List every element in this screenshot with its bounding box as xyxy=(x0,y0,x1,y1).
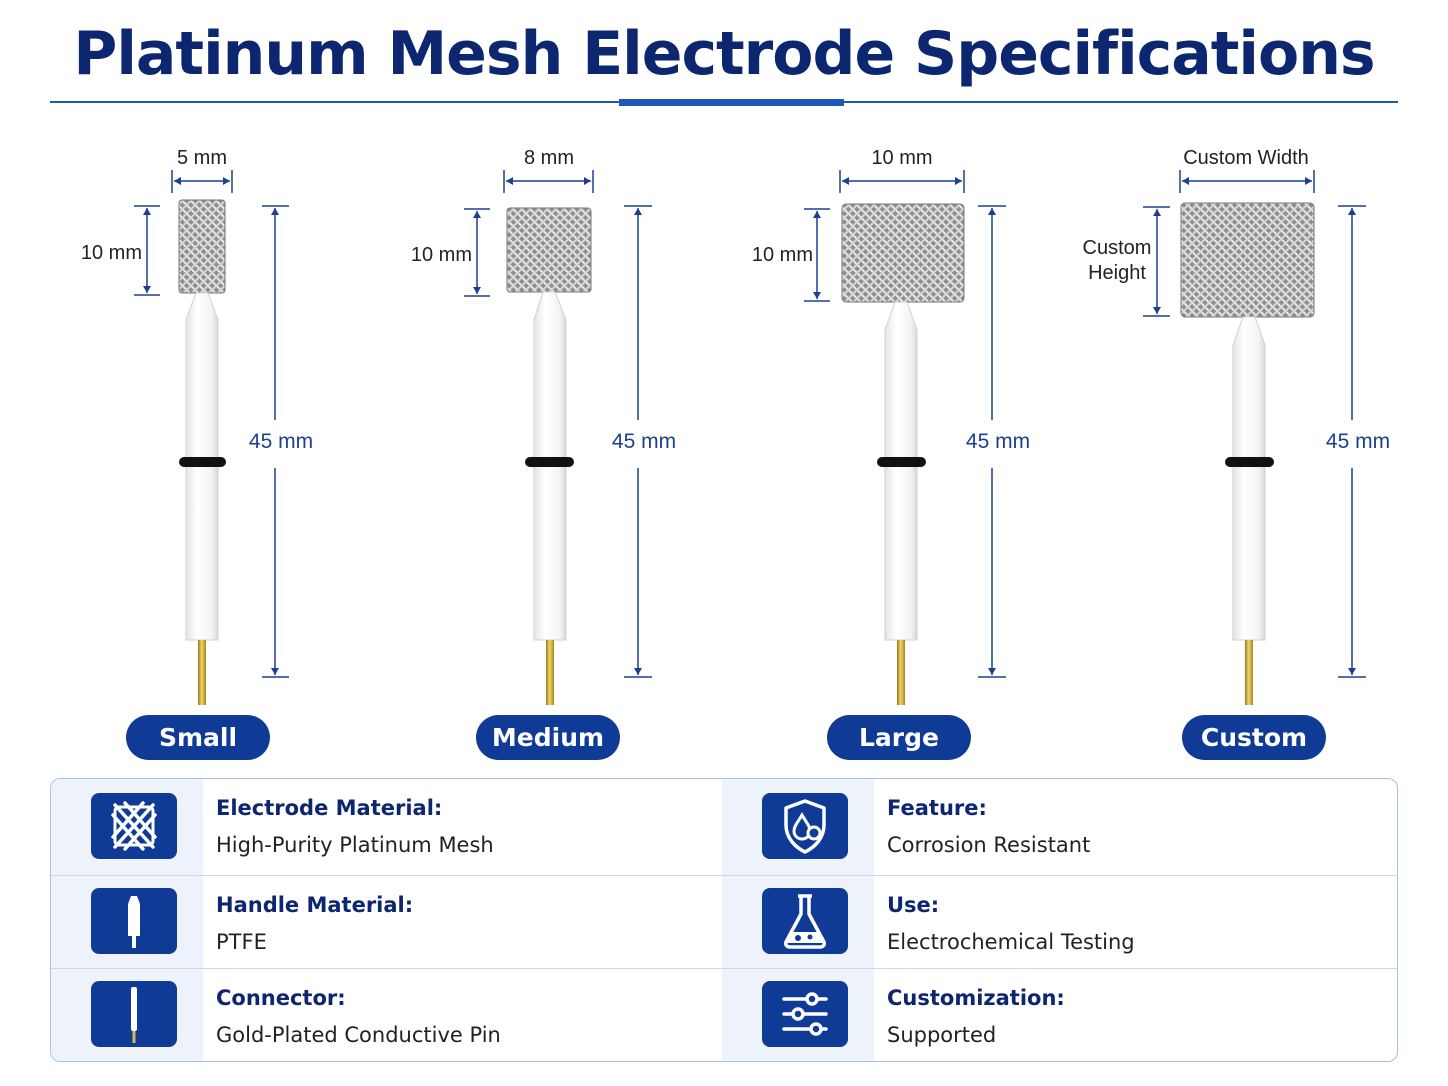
length-label: 45 mm xyxy=(612,430,676,453)
height-dimension: 10 mm xyxy=(752,208,830,302)
electrode-large: 10 mm 10 mm 45 mm xyxy=(752,147,1030,705)
spec-connector: Connector: Gold-Plated Conductive Pin xyxy=(51,969,722,1061)
o-ring xyxy=(525,457,574,467)
length-dimension: 45 mm xyxy=(1326,205,1390,678)
height-label: 10 mm xyxy=(752,244,813,266)
spec-value: Gold-Plated Conductive Pin xyxy=(216,1023,501,1047)
spec-electrode-material: Electrode Material: High-Purity Platinum… xyxy=(51,779,722,875)
ptfe-handle xyxy=(884,301,918,641)
spec-label: Customization: xyxy=(887,986,1065,1010)
flask-icon xyxy=(762,888,848,954)
length-label: 45 mm xyxy=(1326,430,1390,453)
size-badge-large: Large xyxy=(827,715,971,760)
spec-label: Connector: xyxy=(216,986,346,1010)
gold-pin xyxy=(546,640,554,705)
spec-customization: Customization: Supported xyxy=(722,969,1397,1061)
gold-pin xyxy=(198,640,206,705)
ptfe-rod-icon xyxy=(91,888,177,954)
o-ring xyxy=(179,457,226,467)
page-title: Platinum Mesh Electrode Specifications xyxy=(73,19,1375,89)
length-label: 45 mm xyxy=(249,430,313,453)
shield-droplet-icon xyxy=(762,793,848,859)
width-dimension: 5 mm xyxy=(171,147,233,193)
electrode-medium: 8 mm 10 mm 45 mm xyxy=(411,147,676,705)
length-dimension: 45 mm xyxy=(612,205,676,678)
ptfe-handle xyxy=(1232,316,1266,641)
mesh-icon xyxy=(91,793,177,859)
platinum-mesh xyxy=(841,203,965,303)
platinum-mesh xyxy=(178,199,226,294)
spec-value: Supported xyxy=(887,1023,997,1047)
width-dimension: 10 mm xyxy=(839,147,965,193)
width-label: 5 mm xyxy=(177,147,227,169)
size-badge-custom: Custom xyxy=(1182,715,1326,760)
spec-feature: Feature: Corrosion Resistant xyxy=(722,779,1397,875)
o-ring xyxy=(877,457,926,467)
o-ring xyxy=(1225,457,1274,467)
spec-value: PTFE xyxy=(216,930,267,954)
spec-value: High-Purity Platinum Mesh xyxy=(216,833,494,857)
spec-label: Handle Material: xyxy=(216,893,414,917)
platinum-mesh xyxy=(506,207,592,293)
spec-panel: Electrode Material: High-Purity Platinum… xyxy=(50,778,1398,1062)
width-label: 10 mm xyxy=(871,147,932,169)
gold-pin xyxy=(897,640,905,705)
spec-label: Feature: xyxy=(887,796,987,820)
sliders-icon xyxy=(762,981,848,1047)
height-label-line2: Height xyxy=(1088,262,1146,284)
size-badge-medium: Medium xyxy=(476,715,620,760)
length-dimension: 45 mm xyxy=(249,205,313,678)
size-badge-small: Small xyxy=(126,715,270,760)
title-underline-accent xyxy=(619,99,844,106)
length-label: 45 mm xyxy=(966,430,1030,453)
electrode-diagram: 5 mm 10 mm 45 mm 8 mm xyxy=(81,147,1390,705)
height-label-line1: Custom xyxy=(1083,237,1152,259)
spec-value: Corrosion Resistant xyxy=(887,833,1091,857)
electrode-small: 5 mm 10 mm 45 mm xyxy=(81,147,313,705)
spec-handle-material: Handle Material: PTFE xyxy=(51,876,722,968)
electrode-custom: Custom Width Custom Height 45 mm xyxy=(1083,147,1390,705)
spec-label: Electrode Material: xyxy=(216,796,443,820)
spec-label: Use: xyxy=(887,893,940,917)
width-label: Custom Width xyxy=(1183,147,1309,169)
row-divider xyxy=(51,968,1397,969)
pin-icon xyxy=(91,981,177,1047)
spec-value: Electrochemical Testing xyxy=(887,930,1135,954)
height-dimension: 10 mm xyxy=(81,205,160,296)
spec-use: Use: Electrochemical Testing xyxy=(722,876,1397,968)
height-label: 10 mm xyxy=(81,242,142,264)
height-label: 10 mm xyxy=(411,244,472,266)
height-dimension: Custom Height xyxy=(1083,206,1170,317)
width-label: 8 mm xyxy=(524,147,574,169)
length-dimension: 45 mm xyxy=(966,205,1030,678)
width-dimension: 8 mm xyxy=(503,147,594,193)
platinum-mesh xyxy=(1180,202,1315,318)
width-dimension: Custom Width xyxy=(1179,147,1315,193)
gold-pin xyxy=(1245,640,1253,705)
row-divider xyxy=(51,875,1397,876)
height-dimension: 10 mm xyxy=(411,208,490,297)
